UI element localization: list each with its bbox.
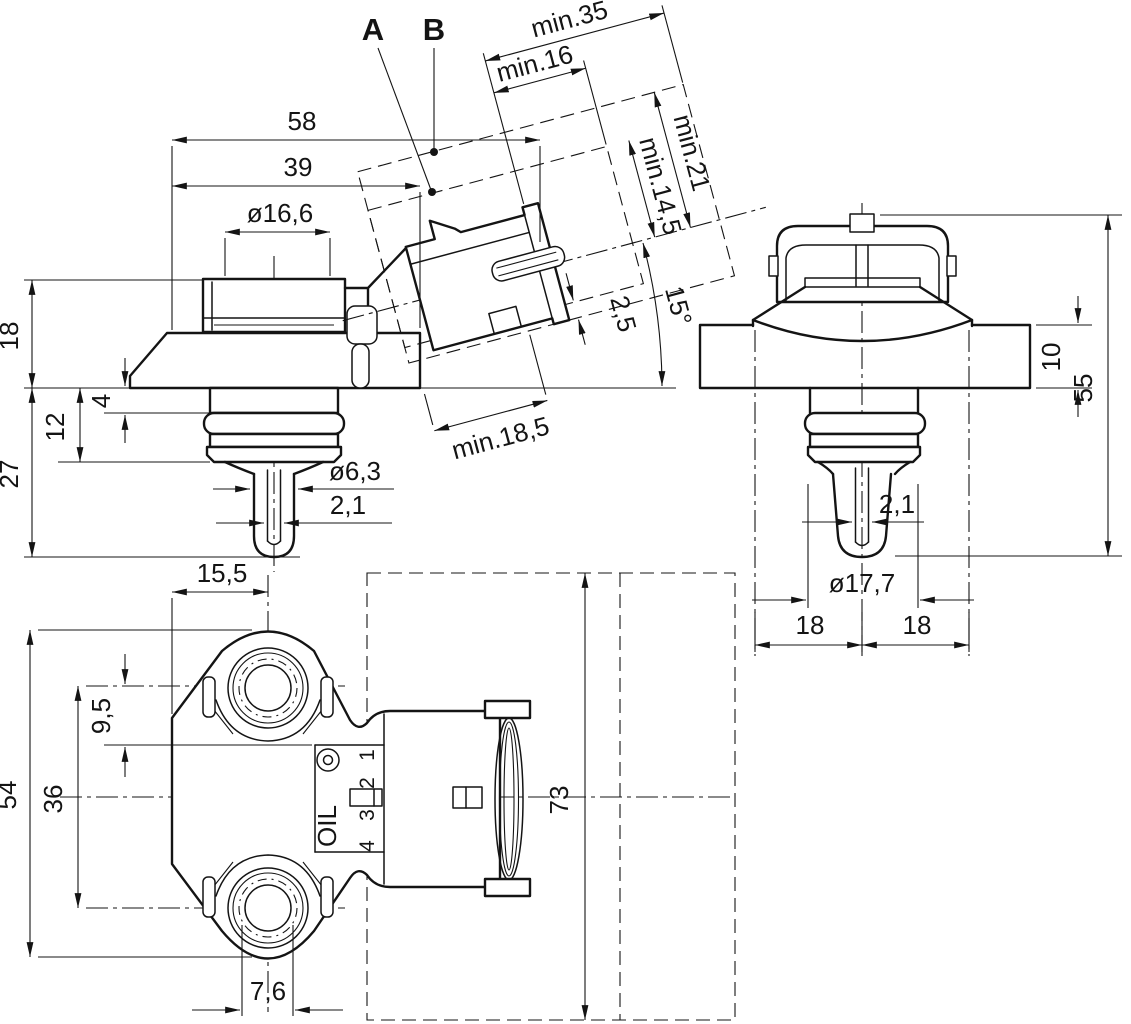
rivet-detail [316, 748, 340, 772]
side-view: min.35 min.16 min.21 min.14,5 2,5 min.18… [0, 0, 766, 572]
side-hex-body [201, 277, 347, 334]
dim-15deg-label: 15° [659, 283, 698, 329]
dim-54-label: 54 [0, 781, 22, 810]
pin-3-label: 3 [356, 809, 379, 821]
connector-lug-top [483, 699, 532, 720]
dim-12-label: 12 [40, 413, 70, 442]
pin-1-label: 1 [356, 749, 379, 761]
section-b-label: B [423, 12, 445, 47]
oil-marking: OIL [312, 805, 342, 847]
dim-min35-label: min.35 [528, 0, 611, 43]
dim-36-label: 36 [38, 785, 68, 814]
front-flange [698, 323, 1032, 390]
dim-2-1-side-label: 2,1 [330, 490, 366, 520]
plan-clearance-envelope [366, 572, 736, 1021]
side-connector-base [343, 246, 408, 308]
dim-9-5-label: 9,5 [86, 698, 116, 734]
dim-min21-line [653, 92, 691, 228]
section-a-leader [377, 47, 432, 191]
mount-hole-bottom [244, 884, 292, 932]
plan-view: OIL 1 2 3 4 15,5 54 36 9,5 7,6 73 [0, 558, 736, 1021]
connector-lug-bottom [483, 877, 532, 898]
dim-16-6-label: ø16,6 [247, 198, 314, 228]
mount-hole-top [244, 664, 292, 712]
dim-15-5-label: 15,5 [197, 558, 248, 588]
section-a-label: A [362, 12, 384, 47]
front-view: 10 55 2,1 ø17,7 18 18 [698, 203, 1122, 656]
dim-73-label: 73 [544, 786, 574, 815]
dim-27-label: 27 [0, 460, 24, 489]
dim-18-right-label: 18 [903, 610, 932, 640]
front-oring [803, 411, 927, 436]
side-oring [202, 411, 346, 436]
dim-10-label: 10 [1036, 343, 1066, 372]
dim-min18-5-line [434, 399, 548, 432]
connector-top-tab [849, 213, 875, 233]
dim-15deg-arc [642, 242, 666, 387]
plan-outline [170, 630, 502, 960]
side-thread-boss [208, 386, 340, 415]
front-probe-tip [831, 472, 893, 559]
side-probe-shoulder [223, 460, 325, 476]
connector-lock-tab [488, 305, 523, 335]
dim-18-left-label: 18 [796, 610, 825, 640]
dim-55-label: 55 [1068, 374, 1098, 403]
connector-key [452, 786, 483, 809]
dim-2-5-label: 2,5 [604, 292, 642, 335]
dim-min35-line [485, 12, 665, 62]
dim-6-3-label: ø6,3 [329, 456, 381, 486]
dim-17-7-label: ø17,7 [829, 568, 896, 598]
side-flange-body [128, 331, 422, 390]
connector-shell [404, 201, 571, 352]
key-slot [349, 788, 383, 807]
dim-2-1-front-label: 2,1 [879, 489, 915, 519]
dim-min16-line [493, 67, 586, 94]
dim-min18-5-label: min.18,5 [448, 410, 552, 465]
connector-dome [775, 224, 950, 304]
dim-min16-label: min.16 [493, 39, 576, 88]
pin-4-label: 4 [356, 840, 379, 852]
dim-18-label: 18 [0, 322, 24, 351]
dim-7-6-label: 7,6 [250, 976, 286, 1006]
side-boss-detail [346, 305, 378, 345]
dim-39-label: 39 [284, 152, 313, 182]
dim-4-label: 4 [86, 394, 116, 408]
dim-58-label: 58 [288, 106, 317, 136]
front-thread-boss [808, 386, 920, 415]
dim-min14-5-line [628, 140, 656, 238]
pin-2-label: 2 [356, 777, 379, 789]
side-connector-group: min.35 min.16 min.21 min.14,5 2,5 min.18… [342, 0, 766, 465]
